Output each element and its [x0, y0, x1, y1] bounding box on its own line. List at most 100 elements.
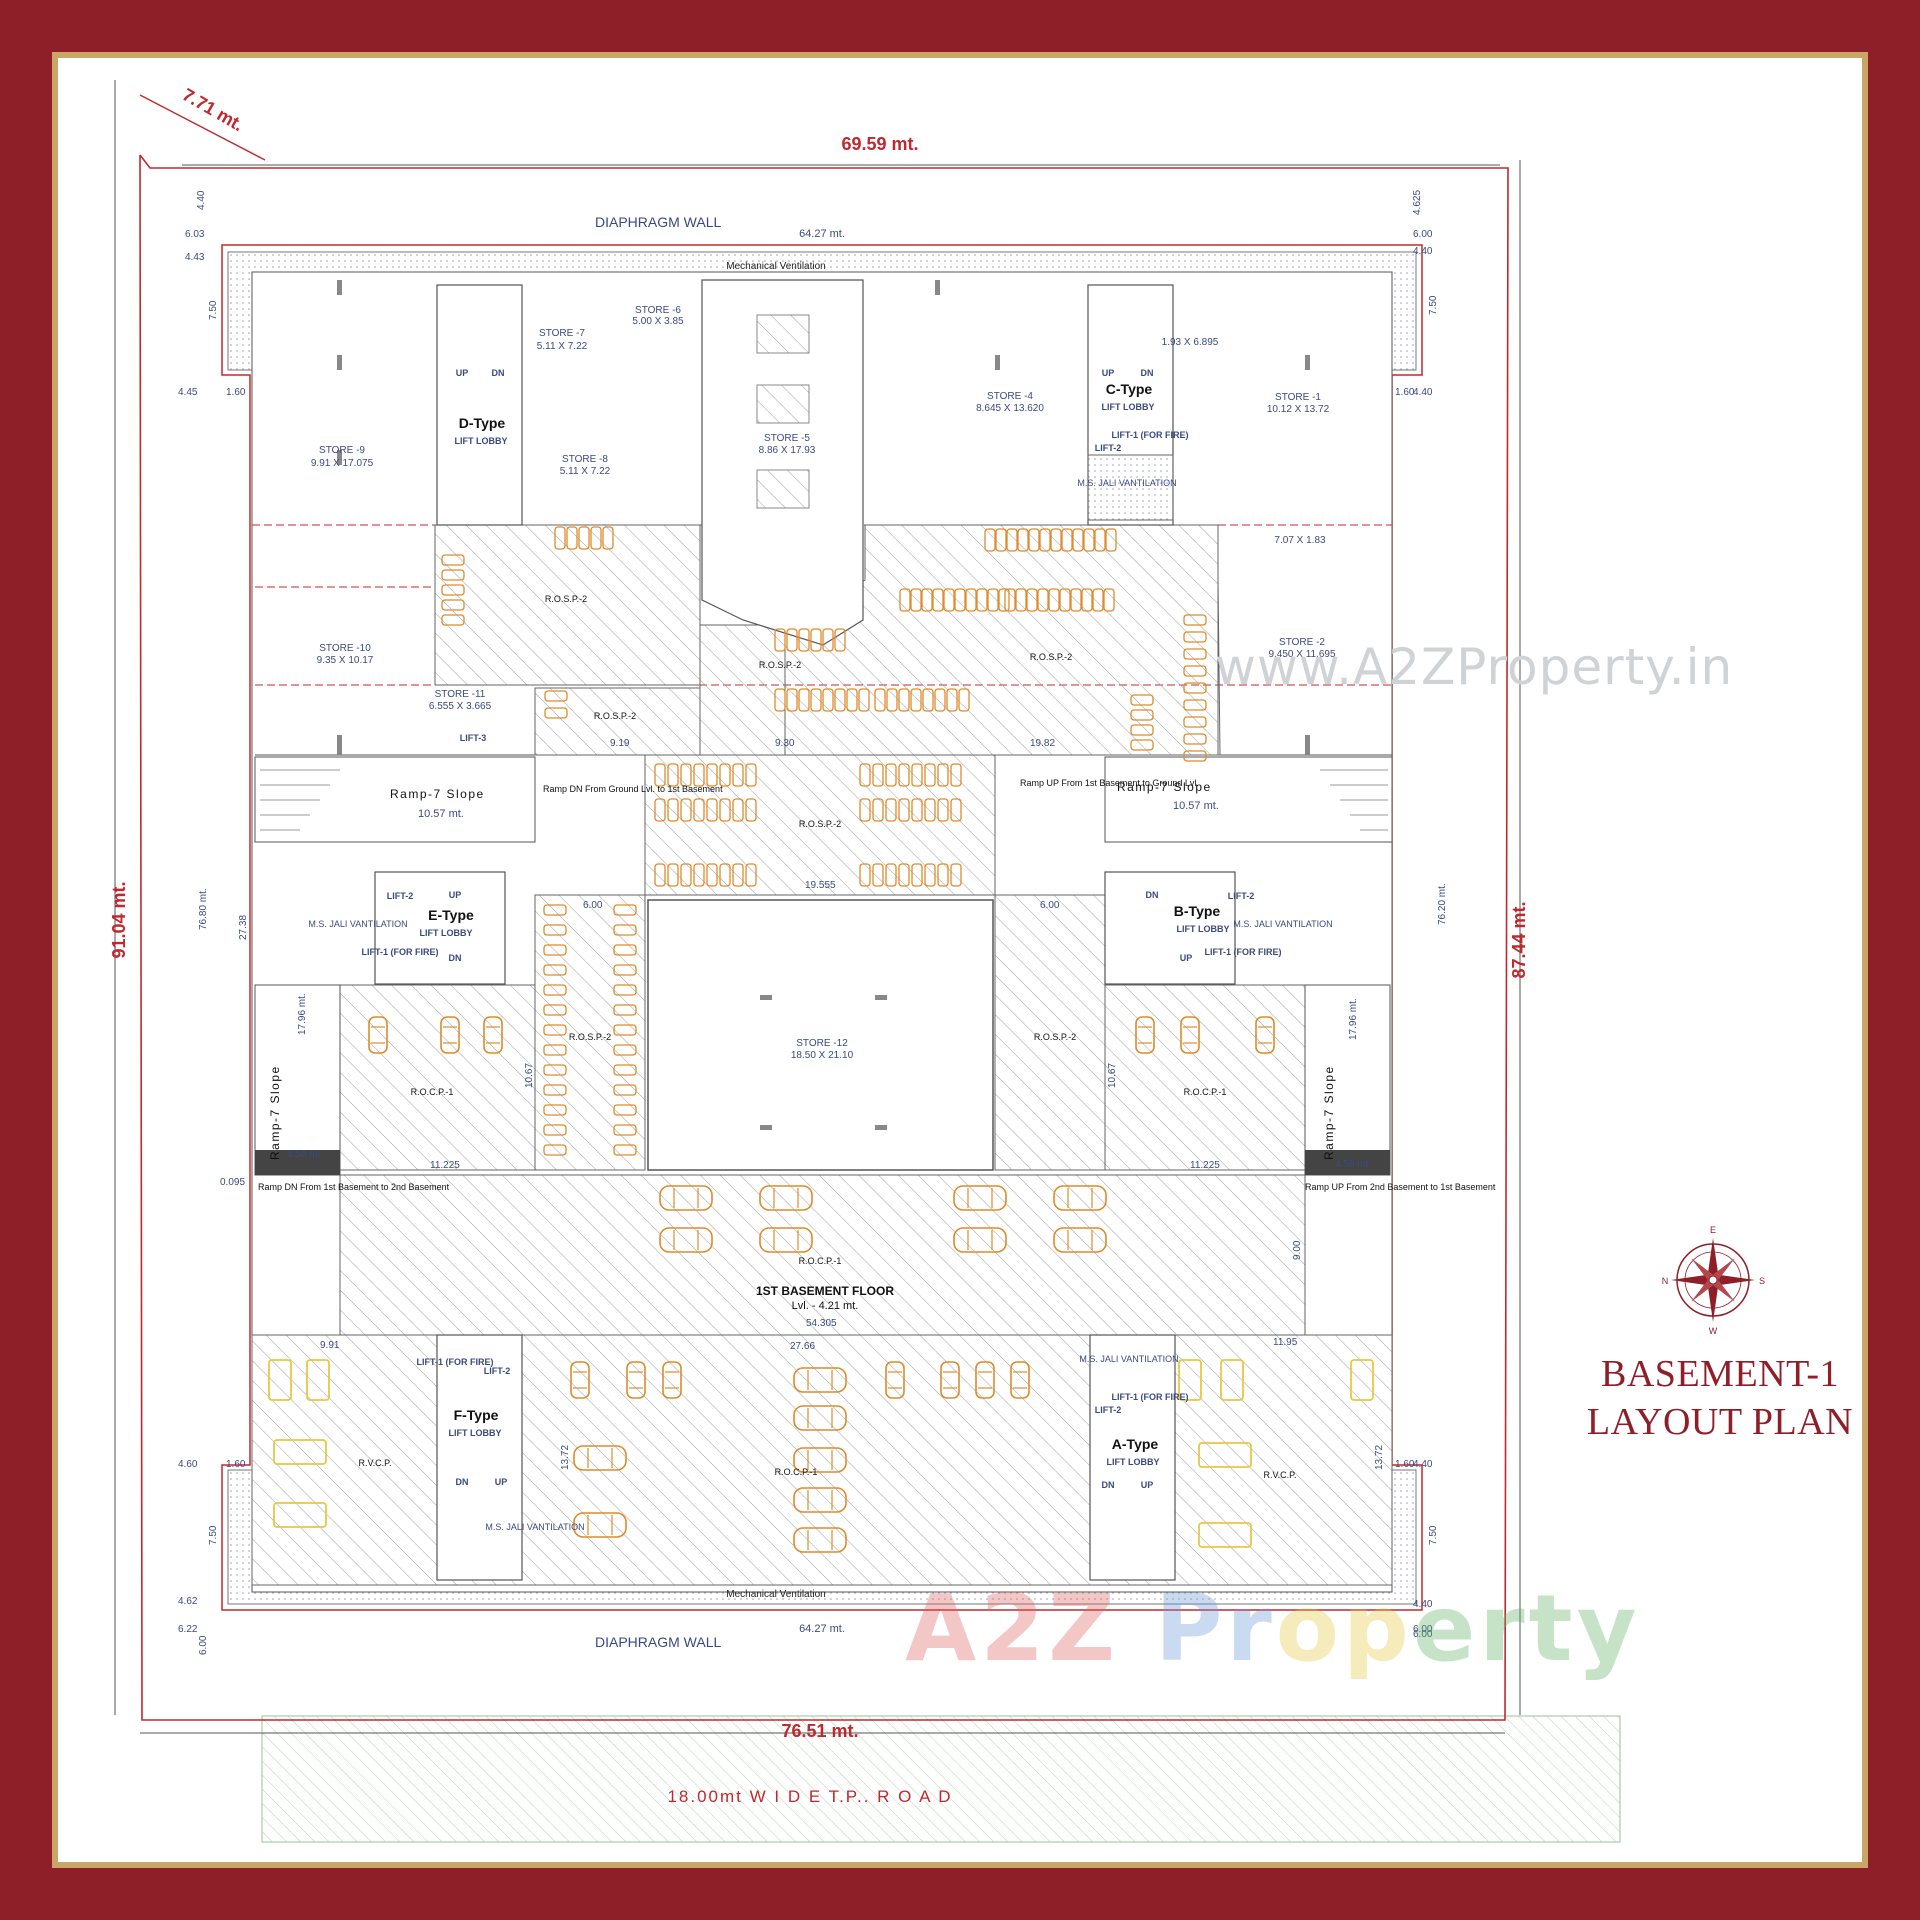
lobby-e-up: UP	[449, 890, 462, 900]
store-6-name: STORE -6	[635, 305, 681, 316]
dim: 6.00	[583, 900, 603, 911]
ramp-slope-left: Ramp-7 Slope	[390, 787, 485, 801]
jali-a: M.S. JALI VANTILATION	[1079, 1354, 1178, 1364]
dim: 6.00	[1413, 1624, 1433, 1635]
store-r-small-size: 7.07 X 1.83	[1274, 535, 1326, 546]
lobby-c-type: C-Type	[1106, 381, 1153, 397]
vent-top: Mechanical Ventilation	[726, 261, 826, 272]
dim: 6.00	[1413, 229, 1433, 240]
lift-1-e: LIFT-1 (FOR FIRE)	[362, 947, 439, 957]
plan-title: BASEMENT-1 LAYOUT PLAN	[1560, 1350, 1880, 1446]
dim: 1.60	[226, 1459, 246, 1470]
floor-name: 1ST BASEMENT FLOOR	[756, 1284, 894, 1298]
store-11-size: 6.555 X 3.665	[429, 701, 492, 712]
dim-440-top: 4.40	[196, 190, 207, 210]
lift-1-c: LIFT-1 (FOR FIRE)	[1112, 430, 1189, 440]
dim: 1.60	[1395, 1459, 1415, 1470]
compass-s: S	[1759, 1276, 1765, 1286]
dim: 11.95	[1273, 1337, 1298, 1348]
store-8-name: STORE -8	[562, 454, 608, 465]
store-9-name: STORE -9	[319, 445, 365, 456]
dim-900: 9.00	[1292, 1240, 1303, 1260]
dim: 1.60	[226, 387, 246, 398]
plan-title-line1: BASEMENT-1	[1601, 1353, 1839, 1395]
store-4-size: 8.645 X 13.620	[976, 403, 1044, 414]
rosp-1-right: R.O.S.P.-2	[1034, 1032, 1076, 1042]
lobby-b-type: B-Type	[1174, 903, 1221, 919]
dim-1067-right: 10.67	[1107, 1063, 1118, 1088]
dim-1796-left: 17.96 mt.	[297, 993, 308, 1035]
wall-dim-bottom: 64.27 mt.	[799, 1623, 845, 1635]
dim: 9.30	[775, 738, 795, 749]
lobby-b-label: LIFT LOBBY	[1177, 924, 1230, 934]
compass-n: N	[1662, 1276, 1669, 1286]
lift-2-c: LIFT-2	[1095, 443, 1122, 453]
ramp-slope-left-v: Ramp-7 Slope	[268, 1065, 282, 1160]
lift-2-a: LIFT-2	[1095, 1405, 1122, 1415]
dim-750-bottom-left: 7.50	[208, 1525, 219, 1545]
dim: 4.40	[1413, 387, 1433, 398]
lobby-d-type: D-Type	[459, 415, 506, 431]
store-12-size: 18.50 X 21.10	[791, 1050, 854, 1061]
rosp-1-left: R.O.S.P.-2	[569, 1032, 611, 1042]
jali-c: M.S. JALI VANTILATION	[1077, 478, 1176, 488]
store-5-name: STORE -5	[764, 433, 810, 444]
rosp-6: R.O.S.P.-2	[1030, 652, 1072, 662]
compass-rose-icon	[1671, 1238, 1755, 1322]
dim: 6.00	[1413, 1629, 1433, 1640]
ramp-slope-right: Ramp-7 Slope	[1117, 780, 1212, 794]
rosp-2: R.O.S.P.-2	[799, 819, 841, 829]
store-7-size: 5.11 X 7.22	[537, 341, 588, 352]
lift-2-b: LIFT-2	[1228, 891, 1255, 901]
store-c-small-size: 1.93 X 6.895	[1162, 337, 1219, 348]
lobby-f-label: LIFT LOBBY	[449, 1428, 502, 1438]
dim: 4.45	[178, 387, 198, 398]
ramp-len-right: 10.57 mt.	[1173, 800, 1219, 812]
rosp-5: R.O.S.P.-2	[759, 660, 801, 670]
diaphragm-wall-bottom: DIAPHRAGM WALL	[595, 1634, 721, 1650]
dim: 19.555	[805, 880, 836, 891]
dim: 4.40	[1413, 1599, 1433, 1610]
lift-2-e: LIFT-2	[387, 891, 414, 901]
floor-level: Lvl. - 4.21 mt.	[792, 1300, 859, 1312]
jali-e: M.S. JALI VANTILATION	[308, 919, 407, 929]
store-8-size: 5.11 X 7.22	[560, 466, 611, 477]
rocp-2-right: R.O.C.P.-1	[1184, 1087, 1227, 1097]
ramp-len-left: 10.57 mt.	[418, 808, 464, 820]
store-5-size: 8.86 X 17.93	[759, 445, 816, 456]
lobby-a-dn: DN	[1102, 1480, 1115, 1490]
dim-7680: 76.80 mt.	[198, 888, 209, 930]
dim: 54.305	[806, 1318, 837, 1329]
road-label: 18.00mt W I D E T.P.. R O A D	[667, 1787, 952, 1806]
store-12-name: STORE -12	[796, 1038, 848, 1049]
dim: 11.225	[430, 1160, 460, 1171]
dim: 4.40	[1413, 1459, 1433, 1470]
dim: 4.58 mt.	[1335, 1159, 1371, 1170]
compass-w: W	[1709, 1326, 1718, 1336]
dim-7620: 76.20 mt.	[1437, 883, 1448, 925]
dim: 4.58 mt.	[287, 1149, 323, 1160]
rocp-1: R.O.C.P.-1	[775, 1467, 818, 1477]
dim-1067-left: 10.67	[524, 1063, 535, 1088]
store-4-name: STORE -4	[987, 391, 1033, 402]
rosp-3: R.O.S.P.-2	[545, 594, 587, 604]
lobby-f-up: UP	[495, 1477, 508, 1487]
lobby-d-label: LIFT LOBBY	[455, 436, 508, 446]
lobby-e-label: LIFT LOBBY	[420, 928, 473, 938]
dim-750-top-right: 7.50	[1428, 295, 1439, 315]
dim-top-width: 69.59 mt.	[841, 134, 918, 154]
store-10-name: STORE -10	[319, 643, 371, 654]
lobby-a-label: LIFT LOBBY	[1107, 1457, 1160, 1467]
dim-2738: 27.38	[238, 915, 249, 940]
lobby-d-dn: DN	[492, 368, 505, 378]
dim-750-bottom-right: 7.50	[1428, 1525, 1439, 1545]
lobby-b-up: UP	[1180, 953, 1193, 963]
lobby-e-type: E-Type	[428, 907, 474, 923]
dim: 11.225	[1190, 1160, 1220, 1171]
lift-3: LIFT-3	[460, 733, 487, 743]
lobby-d-up: UP	[456, 368, 469, 378]
store-10-size: 9.35 X 10.17	[317, 655, 374, 666]
lobby-f-dn: DN	[456, 1477, 469, 1487]
lift-2-f: LIFT-2	[484, 1366, 511, 1376]
lobby-c-dn: DN	[1141, 368, 1154, 378]
